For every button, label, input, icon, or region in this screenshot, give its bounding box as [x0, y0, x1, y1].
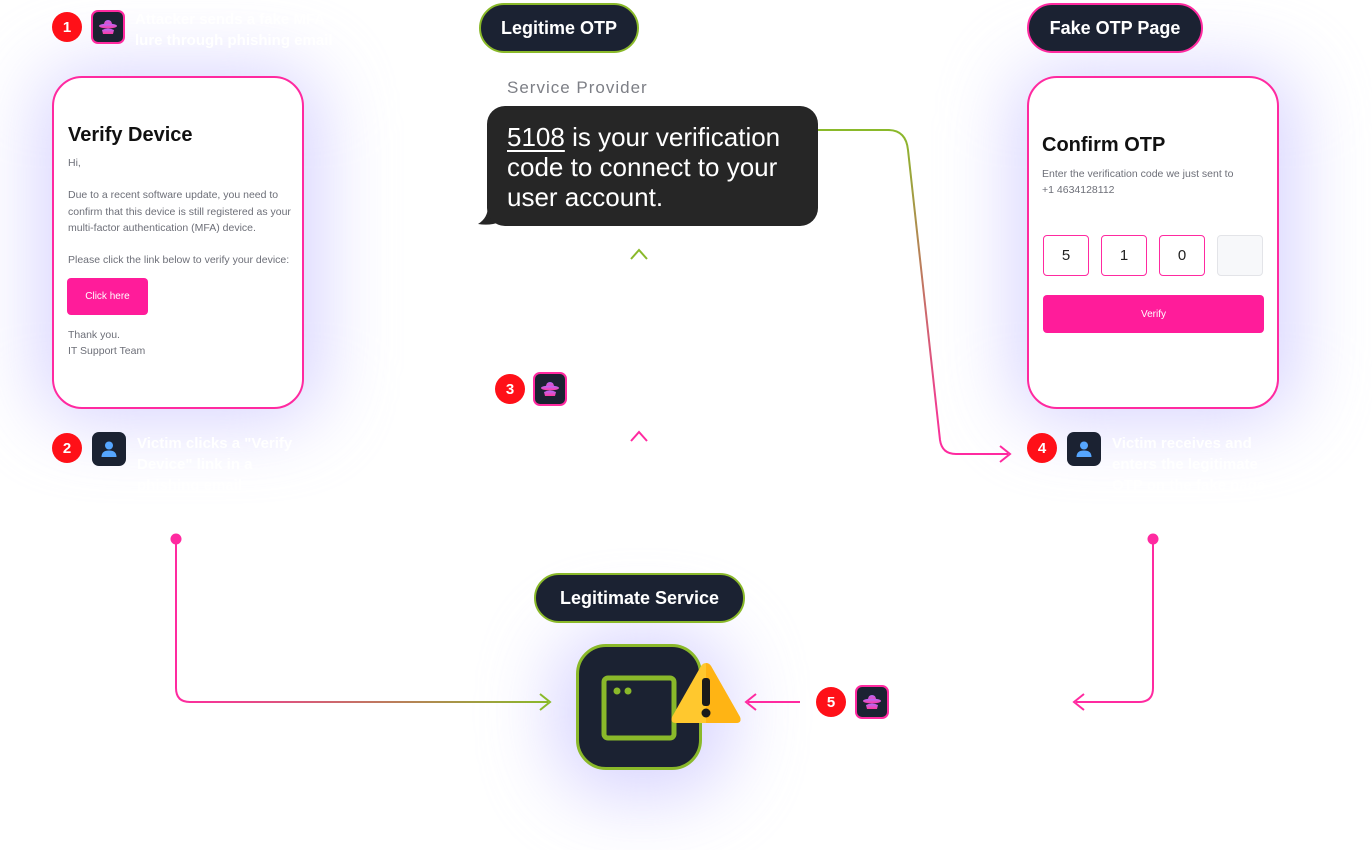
fake-otp-card: Confirm OTP Enter the verification code …: [1027, 76, 1279, 409]
otp-digit-2[interactable]: 1: [1101, 235, 1147, 276]
flow-victim-to-service: [170, 533, 552, 711]
step-5-badge: 5: [816, 687, 846, 717]
flow-attacker-to-service: [744, 693, 800, 711]
step-4-text: Victim receives and enters the legitimat…: [1112, 435, 1266, 494]
legit-otp-pill: Legitime OTP: [479, 3, 639, 53]
otp-digit-4[interactable]: [1217, 235, 1263, 276]
verify-button[interactable]: Verify: [1043, 295, 1264, 333]
email-greeting: Hi,: [68, 157, 81, 169]
email-body: Due to a recent software update, you nee…: [68, 189, 291, 234]
step-3-hacker-tile: [533, 372, 567, 406]
otp-subtitle: Enter the verification code we just sent…: [1042, 168, 1234, 180]
step-2-text: Victim clicks a "Verify Device" link in …: [137, 435, 293, 494]
warning-icon: [671, 663, 741, 723]
otp-phone: +1 4634128112: [1042, 184, 1115, 196]
flow-sms-to-victim: [818, 129, 1012, 463]
sms-code: 5108: [507, 122, 565, 152]
sms-message: is your verification code to connect to …: [507, 122, 781, 212]
hacker-icon: [541, 382, 559, 396]
app-window-icon: [601, 675, 677, 741]
sms-bubble: 5108 is your verification code to connec…: [487, 106, 818, 226]
step-2-badge: 2: [52, 433, 82, 463]
user-icon: [101, 441, 117, 457]
step-4-badge: 4: [1027, 433, 1057, 463]
click-here-button[interactable]: Click here: [67, 278, 148, 315]
otp-title: Confirm OTP: [1042, 134, 1166, 156]
hacker-icon: [99, 20, 117, 34]
legitimate-service-pill: Legitimate Service: [534, 573, 745, 623]
user-icon: [1076, 441, 1092, 457]
fake-otp-page-pill: Fake OTP Page: [1027, 3, 1203, 53]
flow-victim-otp-down: [1072, 533, 1159, 711]
email-signature: IT Support Team: [68, 345, 146, 357]
step-3-badge: 3: [495, 374, 525, 404]
service-provider-label: Service Provider: [507, 78, 648, 97]
flow-attacker-to-sms: [630, 248, 648, 345]
phishing-email-card: Verify Device Hi, Due to a recent softwa…: [52, 76, 304, 409]
otp-digit-3[interactable]: 0: [1159, 235, 1205, 276]
otp-digit-1[interactable]: 5: [1043, 235, 1089, 276]
flow-service-to-attacker: [630, 430, 648, 573]
email-instruction: Please click the link below to verify yo…: [68, 254, 290, 266]
step-4-user-tile: [1067, 432, 1101, 466]
step-1-badge: 1: [52, 12, 82, 42]
hacker-icon: [863, 695, 881, 709]
step-1-text: Attacker sends a fake MFA lure through p…: [135, 11, 333, 49]
email-title: Verify Device: [68, 124, 193, 146]
step-1-hacker-tile: [91, 10, 125, 44]
email-signoff: Thank you.: [68, 329, 120, 341]
step-5-hacker-tile: [855, 685, 889, 719]
step-2-user-tile: [92, 432, 126, 466]
